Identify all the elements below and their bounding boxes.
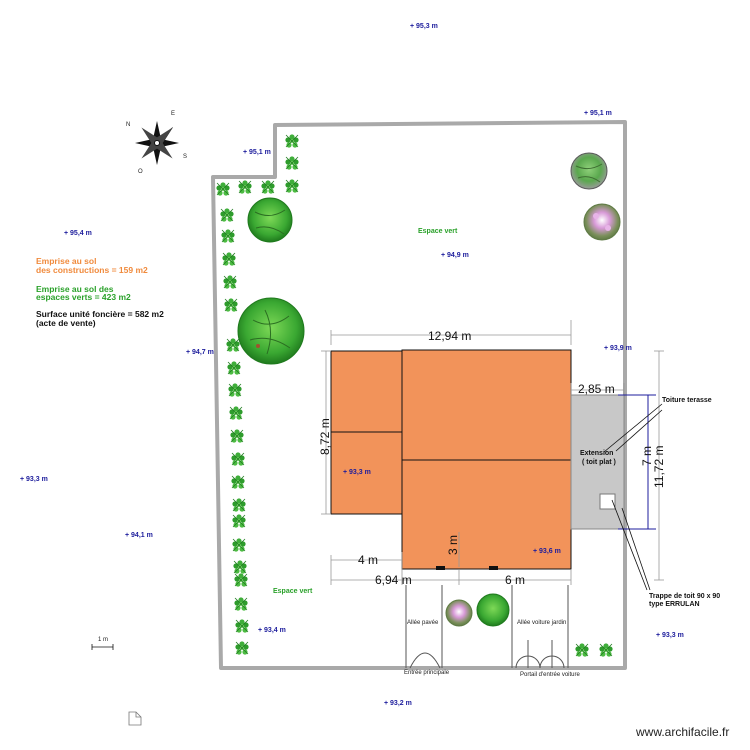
main-entrance-label: Entrée principale [404,670,450,676]
tree-top-right [570,152,608,190]
dimension-ext-height-7: 7 m [640,446,654,466]
roof-hatch-type-label: type ERRULAN [649,601,700,608]
shrub-icon [231,497,247,513]
extension-label: Extension [580,450,613,457]
garden-path-label: Allée voiture jardin [517,620,566,626]
dimension-height-left: 8,72 m [318,418,332,455]
shrub-icon [284,155,300,171]
dimension-width-total: 12,94 m [428,329,471,343]
shrub-icon [223,297,239,313]
building-main-upper [401,349,572,461]
dimension-lines [321,320,664,585]
car-gate-label: Portail d'entrée voiture [520,672,581,678]
elevation-top: + 95,3 m [410,23,438,30]
roof-hatch [599,493,616,510]
shrub-icon [220,228,236,244]
built-area-value: des constructions = 159 m2 [36,265,148,275]
building-west-upper [330,350,403,433]
leader-lines [603,403,663,591]
elevation-house-right: + 93,6 m [533,548,561,555]
green-area-note: Emprise au sol des [36,284,114,294]
gate-structures [405,585,569,669]
elevation-top-right: + 95,1 m [584,110,612,117]
flowering-tree-top-right [583,203,621,241]
shrub-icon [284,133,300,149]
compass-rose-icon: N E O S [126,111,187,175]
dimension-ext-height-total: 11,72 m [652,446,666,488]
roof-terrace-label: Toiture terasse [662,397,712,404]
svg-text:N: N [126,122,130,128]
elevation-house-left: + 93,3 m [343,469,371,476]
dimension-width-4: 4 m [358,553,378,567]
elevation-center: + 94,9 m [441,252,469,259]
svg-text:E: E [171,111,175,117]
svg-text:S: S [183,154,187,160]
built-area-note: Emprise au sol [36,256,96,266]
doorstep [436,566,445,570]
shrub-icon [215,181,231,197]
shrub-icon [226,360,242,376]
paved-path-label: Allée pavée [407,620,439,626]
elevation-bottom-left: + 93,4 m [258,627,286,634]
property-boundary [211,120,627,670]
svg-text:O: O [138,169,143,175]
watermark: www.archifacile.fr [636,725,730,739]
scale-label: 1 m [98,637,108,643]
tree-medium [247,197,293,243]
scale-bar [91,644,114,650]
shrub-icon [234,619,250,633]
dimension-7m-blue [618,394,656,530]
roof-hatch-label: Trappe de toit 90 x 90 [649,593,720,600]
elevation-upper-left: + 95,1 m [243,149,271,156]
dimension-width-6: 6 m [505,573,525,587]
shrub-icon [260,179,276,195]
elevation-bottom: + 93,2 m [384,700,412,707]
elevation-left: + 95,4 m [64,230,92,237]
tree-bottom [476,593,510,627]
dimension-width-694: 6,94 m [375,573,412,587]
dimension-ext-width: 2,85 m [578,382,615,396]
plot-area-source: (acte de vente) [36,318,96,328]
shrub-icon [225,337,241,353]
shrub-icon [575,643,589,657]
elevation-far-left: + 93,3 m [20,476,48,483]
tree-large [237,297,305,365]
shrub-icon [234,641,250,655]
extension-roof-label: ( toit plat ) [582,459,616,466]
green-area-value: espaces verts = 423 m2 [36,292,131,302]
shrub-icon [221,251,237,267]
shrub-icon [284,178,300,194]
elevation-bottom-right: + 93,3 m [656,632,684,639]
shrub-icon [222,274,238,290]
shrub-icon [219,207,235,223]
dimension-height-3: 3 m [446,535,460,555]
shrub-icon [599,643,613,657]
plot-area-note: Surface unité foncière = 582 m2 [36,309,164,319]
elevation-lower-left: + 94,1 m [125,532,153,539]
page-corner-icon [128,711,142,726]
doorstep [489,566,498,570]
shrub-icon [232,560,248,574]
shrub-icon [237,179,253,195]
shrub-icon [231,514,247,528]
flowering-tree-bottom [445,599,473,627]
shrub-icon [233,597,249,611]
shrub-icon [230,474,246,490]
elevation-left-mid: + 94,7 m [186,349,214,356]
elevation-right-mid: + 93,9 m [604,345,632,352]
green-space-label: Espace vert [273,588,313,595]
shrub-icon [233,573,249,587]
shrub-icon [229,428,245,444]
green-space-label: Espace vert [418,228,458,235]
shrub-icon [230,451,246,467]
shrub-icon [231,538,247,552]
shrub-icon [228,405,244,421]
shrub-icon [227,382,243,398]
